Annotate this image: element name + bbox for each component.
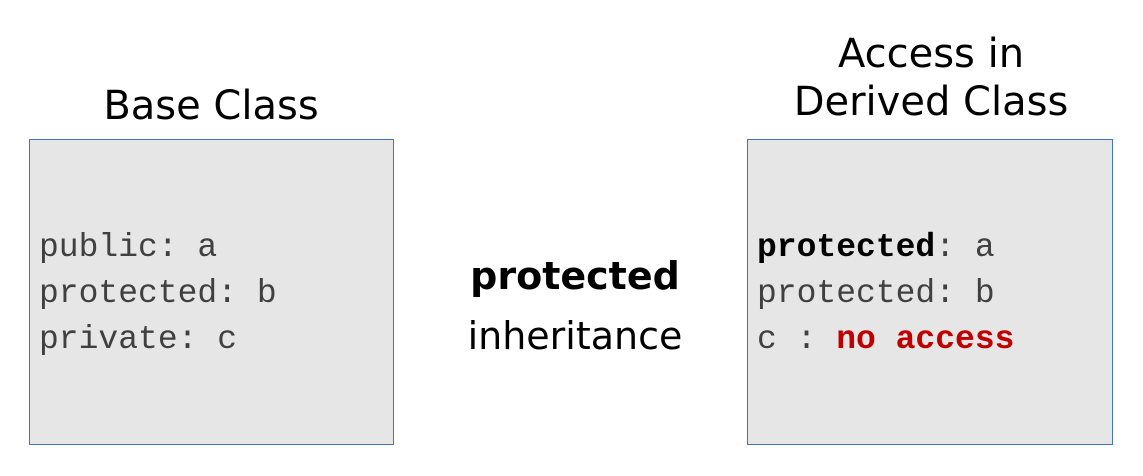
- derived-member-a-access: protected: [757, 229, 936, 266]
- base-class-box: public: a protected: b private: c: [29, 139, 394, 445]
- base-member-private: private: c: [39, 321, 238, 358]
- base-member-protected: protected: b: [39, 275, 277, 312]
- derived-member-a: protected: a: [757, 225, 1014, 271]
- derived-heading-line2: Derived Class: [793, 79, 1069, 125]
- derived-class-heading: Access in Derived Class: [748, 30, 1114, 126]
- derived-member-c-status: no access: [836, 321, 1015, 358]
- base-member-public: public: a: [39, 229, 218, 266]
- base-class-heading: Base Class: [103, 83, 319, 129]
- derived-member-c: c : no access: [757, 317, 1014, 363]
- derived-member-a-name: : a: [935, 229, 995, 266]
- derived-heading-line1: Access in: [837, 31, 1025, 77]
- derived-class-box: protected: a protected: b c : no access: [747, 139, 1113, 445]
- derived-member-c-name: c :: [757, 321, 837, 358]
- inheritance-label: inheritance: [467, 314, 683, 358]
- inheritance-mode: protected: [470, 254, 680, 298]
- derived-class-members: protected: a protected: b c : no access: [757, 225, 1014, 363]
- derived-member-b: protected: b: [757, 275, 995, 312]
- base-class-members: public: a protected: b private: c: [39, 225, 277, 363]
